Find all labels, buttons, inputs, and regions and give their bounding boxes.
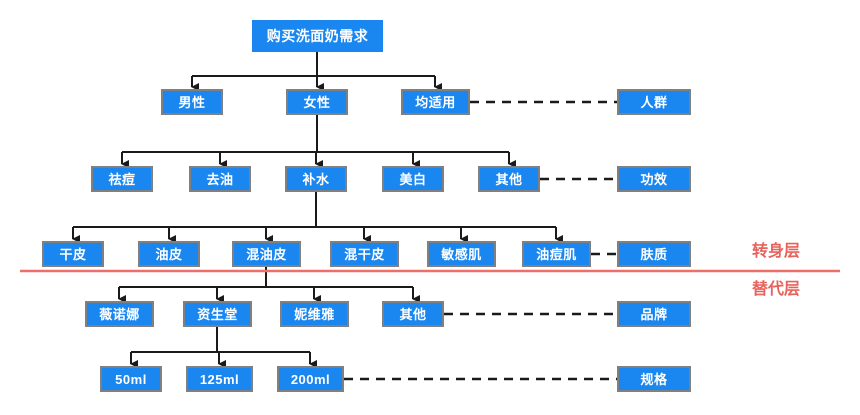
node-肤质-2[interactable]: 油皮	[138, 241, 200, 267]
node-规格-1[interactable]: 50ml	[100, 366, 162, 392]
node-肤质-5[interactable]: 敏感肌	[427, 241, 496, 267]
divider-label-upper: 转身层	[752, 243, 801, 260]
node-人群-1[interactable]: 男性	[161, 89, 223, 115]
node-功效-3[interactable]: 补水	[285, 166, 347, 192]
category-label-功效[interactable]: 功效	[617, 166, 691, 192]
node-人群-3[interactable]: 均适用	[401, 89, 470, 115]
node-肤质-3[interactable]: 混油皮	[232, 241, 301, 267]
dashed-connectors	[344, 100, 617, 381]
node-功效-1[interactable]: 祛痘	[91, 166, 153, 192]
node-肤质-6[interactable]: 油痘肌	[522, 241, 591, 267]
root-node[interactable]: 购买洗面奶需求	[252, 20, 383, 52]
node-品牌-1[interactable]: 薇诺娜	[85, 301, 154, 327]
node-品牌-4[interactable]: 其他	[382, 301, 444, 327]
category-label-品牌[interactable]: 品牌	[617, 301, 691, 327]
category-label-人群[interactable]: 人群	[617, 89, 691, 115]
node-功效-2[interactable]: 去油	[189, 166, 251, 192]
node-人群-2[interactable]: 女性	[286, 89, 348, 115]
node-肤质-4[interactable]: 混干皮	[330, 241, 399, 267]
divider-label-lower: 替代层	[752, 281, 801, 298]
node-品牌-3[interactable]: 妮维雅	[280, 301, 349, 327]
tree-connectors	[72, 52, 563, 368]
node-品牌-2[interactable]: 资生堂	[183, 301, 252, 327]
node-规格-2[interactable]: 125ml	[186, 366, 253, 392]
node-规格-3[interactable]: 200ml	[277, 366, 344, 392]
category-label-规格[interactable]: 规格	[617, 366, 691, 392]
node-功效-5[interactable]: 其他	[478, 166, 540, 192]
node-功效-4[interactable]: 美白	[382, 166, 444, 192]
node-肤质-1[interactable]: 干皮	[42, 241, 104, 267]
category-label-肤质[interactable]: 肤质	[617, 241, 691, 267]
